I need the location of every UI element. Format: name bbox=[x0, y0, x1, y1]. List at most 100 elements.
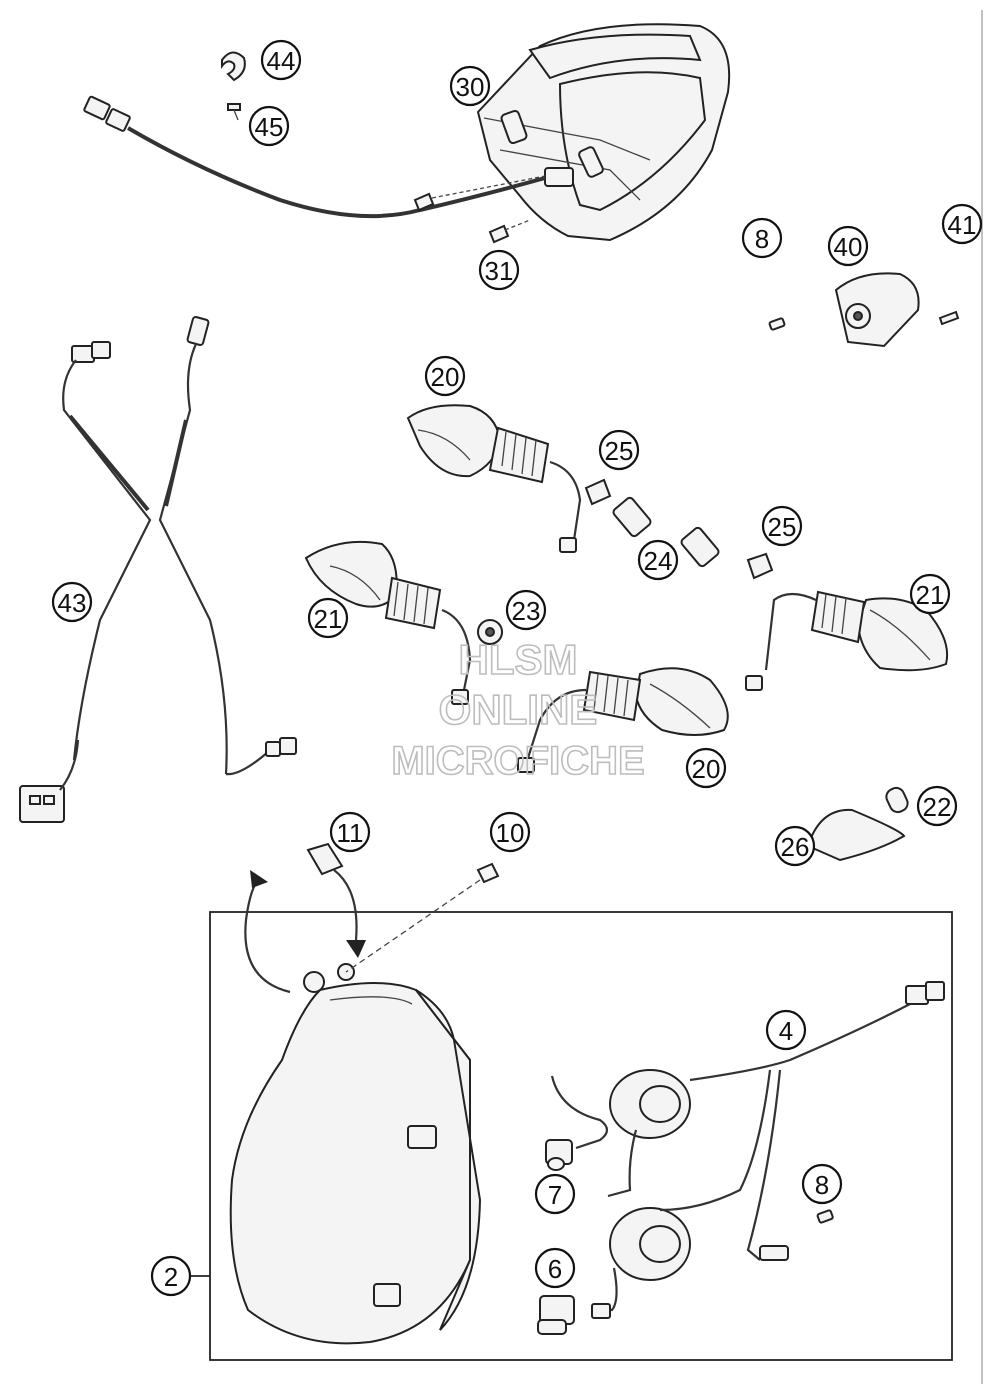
callout-label: 24 bbox=[644, 546, 673, 576]
screw-31 bbox=[413, 175, 546, 244]
callout-20: 20 bbox=[424, 355, 466, 397]
clip-44 bbox=[221, 51, 246, 82]
callout-label: 20 bbox=[431, 362, 460, 392]
callout-label: 30 bbox=[456, 72, 485, 102]
callout-circle bbox=[51, 581, 93, 623]
callout-label: 11 bbox=[337, 818, 364, 848]
callout-43: 43 bbox=[51, 581, 93, 623]
callout-8: 8 bbox=[741, 217, 783, 259]
callout-25: 25 bbox=[598, 429, 640, 471]
callout-label: 26 bbox=[781, 832, 810, 862]
callout-circle bbox=[329, 811, 371, 853]
callout-circle bbox=[801, 1163, 843, 1205]
callout-circle bbox=[248, 105, 290, 147]
callout-label: 2 bbox=[164, 1262, 178, 1292]
callout-25: 25 bbox=[761, 505, 803, 547]
turn-signal-20-top bbox=[406, 404, 582, 553]
turn-signal-20-bottom bbox=[517, 667, 729, 773]
callout-20: 20 bbox=[685, 747, 727, 789]
callout-label: 4 bbox=[779, 1016, 793, 1046]
callout-2: 2 bbox=[150, 1255, 192, 1297]
headlight-kit-frame bbox=[209, 911, 953, 1361]
callout-circle bbox=[774, 825, 816, 867]
callout-label: 25 bbox=[768, 512, 797, 542]
rear-harness bbox=[19, 316, 297, 823]
screw-41 bbox=[938, 310, 960, 326]
watermark-line-3: MICROFICHE bbox=[391, 739, 644, 783]
callout-label: 21 bbox=[916, 580, 945, 610]
callout-26: 26 bbox=[774, 825, 816, 867]
callout-label: 45 bbox=[255, 112, 284, 142]
callout-7: 7 bbox=[534, 1173, 576, 1215]
clip-11 bbox=[306, 842, 344, 876]
headlight-harness-4 bbox=[591, 981, 945, 1319]
callout-8: 8 bbox=[801, 1163, 843, 1205]
callout-circle bbox=[534, 1247, 576, 1289]
callout-circle bbox=[449, 65, 491, 107]
bulb-6 bbox=[537, 1295, 575, 1335]
bulb-8-top bbox=[768, 317, 786, 331]
callout-circle bbox=[598, 429, 640, 471]
lens-26 bbox=[806, 808, 906, 862]
bulb-22 bbox=[885, 786, 909, 814]
callout-circle bbox=[909, 573, 951, 615]
callout-label: 43 bbox=[58, 588, 87, 618]
callout-label: 44 bbox=[267, 46, 296, 76]
rotation-arrows bbox=[244, 869, 366, 994]
screw-10 bbox=[345, 862, 500, 973]
callout-circle bbox=[307, 597, 349, 639]
callout-10: 10 bbox=[489, 811, 531, 853]
bulb-8-bottom bbox=[759, 1209, 834, 1261]
callout-label: 8 bbox=[815, 1170, 829, 1200]
callout-circle bbox=[478, 249, 520, 291]
callout-44: 44 bbox=[260, 39, 302, 81]
license-plate-light bbox=[834, 272, 920, 348]
callout-circle bbox=[941, 203, 983, 245]
callout-label: 22 bbox=[923, 792, 952, 822]
callout-circle bbox=[827, 225, 869, 267]
callout-circle bbox=[424, 355, 466, 397]
turn-signal-21-left bbox=[304, 540, 472, 705]
turn-signal-21-right bbox=[745, 590, 948, 691]
callout-41: 41 bbox=[941, 203, 983, 245]
callout-label: 25 bbox=[605, 436, 634, 466]
callout-circle bbox=[761, 505, 803, 547]
callout-label: 21 bbox=[314, 604, 343, 634]
spacers-24-25 bbox=[584, 478, 774, 580]
callout-circle bbox=[685, 747, 727, 789]
callout-label: 31 bbox=[485, 256, 514, 286]
bulb-7 bbox=[545, 1075, 609, 1171]
callout-label: 20 bbox=[692, 754, 721, 784]
watermark-line-1: HLSM bbox=[459, 636, 578, 683]
callout-23: 23 bbox=[505, 589, 547, 631]
callout-45: 45 bbox=[248, 105, 290, 147]
callout-circle bbox=[150, 1255, 192, 1297]
headlight-housing bbox=[229, 963, 482, 1345]
callout-6: 6 bbox=[534, 1247, 576, 1289]
callout-22: 22 bbox=[916, 785, 958, 827]
callout-24: 24 bbox=[637, 539, 679, 581]
callout-11: 11 bbox=[329, 811, 371, 853]
callout-circle bbox=[741, 217, 783, 259]
callout-circle bbox=[489, 811, 531, 853]
callout-label: 8 bbox=[755, 224, 769, 254]
callout-30: 30 bbox=[449, 65, 491, 107]
callout-4: 4 bbox=[765, 1009, 807, 1051]
nut-23 bbox=[477, 619, 503, 645]
callout-label: 7 bbox=[548, 1180, 562, 1210]
tail-light bbox=[476, 23, 731, 242]
tail-light-wire bbox=[83, 95, 546, 219]
watermark: HLSM ONLINE MICROFICHE bbox=[391, 635, 646, 784]
callout-circle bbox=[637, 539, 679, 581]
callout-label: 40 bbox=[834, 232, 863, 262]
callout-label: 6 bbox=[548, 1254, 562, 1284]
callout-label: 10 bbox=[496, 818, 525, 848]
callout-circle bbox=[765, 1009, 807, 1051]
callout-21: 21 bbox=[307, 597, 349, 639]
callout-circle bbox=[505, 589, 547, 631]
callout-21: 21 bbox=[909, 573, 951, 615]
callout-label: 41 bbox=[948, 210, 977, 240]
callout-40: 40 bbox=[827, 225, 869, 267]
